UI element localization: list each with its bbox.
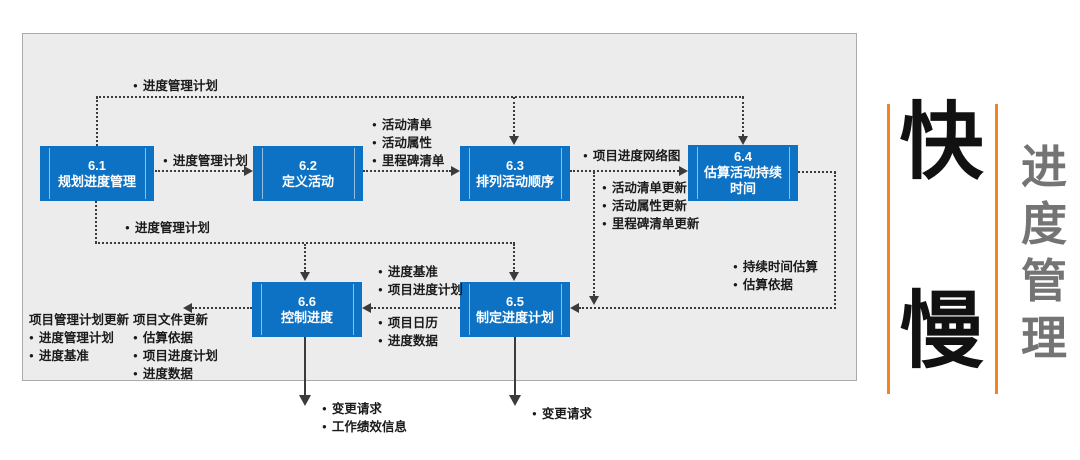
process-number: 6.1 bbox=[87, 157, 107, 173]
connector-63-down-to-65 bbox=[593, 172, 595, 296]
fast-character: 快 bbox=[899, 95, 984, 189]
label-64-outputs: 持续时间估算 估算依据 bbox=[733, 258, 818, 294]
process-box-6-3: 6.3 排列活动顺序 bbox=[460, 146, 570, 201]
process-name: 估算活动持续时间 bbox=[703, 165, 782, 196]
process-number: 6.4 bbox=[733, 149, 753, 164]
process-name: 排列活动顺序 bbox=[475, 173, 554, 189]
vertical-title: 进度管理 bbox=[1021, 141, 1067, 364]
connector-61-up bbox=[96, 97, 98, 146]
label-loop-plan: 进度管理计划 bbox=[125, 219, 210, 237]
process-number: 6.6 bbox=[297, 293, 317, 309]
label-item: 进度数据 bbox=[133, 365, 218, 383]
label-63-updates: 活动清单更新 活动属性更新 里程碑清单更新 bbox=[602, 179, 700, 233]
arrowhead-66-output bbox=[299, 395, 311, 406]
arrowhead-into-64 bbox=[679, 166, 688, 176]
label-item: 进度管理计划 bbox=[133, 77, 218, 95]
arrowhead-into-64-top bbox=[738, 136, 748, 145]
connector-loop-to-65 bbox=[513, 244, 515, 272]
connector-64-to-65 bbox=[579, 307, 836, 309]
label-item: 进度数据 bbox=[378, 332, 438, 350]
label-top-schedule-plan: 进度管理计划 bbox=[133, 77, 218, 95]
connector-loop-to-66 bbox=[304, 244, 306, 272]
connector-64-out-right bbox=[798, 171, 836, 173]
label-61-62-plan: 进度管理计划 bbox=[163, 152, 248, 170]
connector-top-horizontal bbox=[96, 96, 744, 98]
process-number: 6.2 bbox=[298, 157, 318, 173]
connector-63-64 bbox=[570, 170, 679, 172]
label-item: 活动属性 bbox=[372, 134, 444, 152]
label-item: 进度管理计划 bbox=[163, 152, 248, 170]
connector-top-to-64 bbox=[742, 97, 744, 136]
connector-66-output-down bbox=[304, 337, 306, 396]
label-66-outputs-bottom: 变更请求 工作绩效信息 bbox=[322, 400, 407, 436]
arrowhead-into-66-right bbox=[362, 303, 371, 313]
connector-bottom-horizontal bbox=[95, 242, 515, 244]
slow-character: 慢 bbox=[899, 284, 984, 378]
label-item: 估算依据 bbox=[133, 329, 218, 347]
connector-64-down bbox=[834, 172, 836, 309]
label-item: 估算依据 bbox=[733, 276, 818, 294]
process-number: 6.3 bbox=[505, 157, 525, 173]
arrowhead-into-63-top bbox=[509, 136, 519, 145]
label-item: 项目进度计划 bbox=[133, 347, 218, 365]
process-box-6-2: 6.2 定义活动 bbox=[253, 146, 363, 201]
label-item: 活动清单更新 bbox=[602, 179, 699, 197]
label-item: 里程碑清单更新 bbox=[602, 215, 700, 233]
list-header: 项目管理计划更新 bbox=[29, 313, 130, 327]
arrowhead-into-65-right bbox=[570, 303, 579, 313]
arrowhead-updates-left bbox=[183, 303, 192, 313]
label-65-outputs-bottom: 变更请求 bbox=[532, 405, 592, 423]
arrowhead-into-66-top bbox=[300, 272, 310, 281]
label-item: 项目日历 bbox=[378, 314, 438, 332]
process-name: 定义活动 bbox=[281, 173, 334, 189]
label-item: 进度基准 bbox=[29, 347, 129, 365]
accent-line-left bbox=[887, 104, 890, 394]
label-item: 工作绩效信息 bbox=[322, 418, 407, 436]
label-item: 变更请求 bbox=[322, 400, 407, 418]
arrowhead-65-output bbox=[509, 395, 521, 406]
label-item: 活动属性更新 bbox=[602, 197, 699, 215]
doc-updates-list: 项目文件更新 估算依据 项目进度计划 进度数据 bbox=[133, 312, 218, 383]
connector-62-63 bbox=[363, 170, 451, 172]
label-item: 持续时间估算 bbox=[733, 258, 818, 276]
process-number: 6.5 bbox=[505, 293, 525, 309]
arrowhead-into-62 bbox=[244, 166, 253, 176]
connector-top-to-63 bbox=[513, 97, 515, 136]
label-item: 项目进度计划 bbox=[378, 281, 463, 299]
label-item: 里程碑清单 bbox=[372, 152, 445, 170]
connector-61-62 bbox=[155, 170, 244, 172]
process-name: 规划进度管理 bbox=[57, 173, 136, 189]
arrowhead-into-65-top bbox=[509, 272, 519, 281]
label-65-66-below: 项目日历 进度数据 bbox=[378, 314, 438, 350]
list-header: 项目文件更新 bbox=[133, 313, 209, 327]
label-item: 进度管理计划 bbox=[29, 329, 129, 347]
connector-66-to-updates bbox=[192, 307, 252, 309]
label-item: 进度基准 bbox=[378, 263, 463, 281]
process-box-6-4: 6.4 估算活动持续时间 bbox=[688, 145, 798, 201]
label-network-diagram: 项目进度网络图 bbox=[583, 147, 681, 165]
label-62-outputs: 活动清单 活动属性 里程碑清单 bbox=[372, 116, 445, 170]
connector-65-66 bbox=[371, 307, 460, 309]
process-name: 制定进度计划 bbox=[475, 309, 554, 325]
process-box-6-1: 6.1 规划进度管理 bbox=[40, 146, 154, 201]
connector-61-down bbox=[95, 201, 97, 243]
connector-65-output-down bbox=[514, 337, 516, 396]
label-65-66-above: 进度基准 项目进度计划 bbox=[378, 263, 463, 299]
arrowhead-into-63 bbox=[451, 166, 460, 176]
label-item: 进度管理计划 bbox=[125, 219, 210, 237]
pm-plan-updates-list: 项目管理计划更新 进度管理计划 进度基准 bbox=[29, 312, 129, 365]
label-item: 活动清单 bbox=[372, 116, 444, 134]
process-box-6-6: 6.6 控制进度 bbox=[252, 282, 362, 337]
process-name: 控制进度 bbox=[280, 309, 333, 325]
label-item: 变更请求 bbox=[532, 405, 592, 423]
arrowhead-63-branch-down bbox=[589, 296, 599, 305]
label-item: 项目进度网络图 bbox=[583, 147, 681, 165]
accent-line-right bbox=[995, 104, 998, 394]
process-box-6-5: 6.5 制定进度计划 bbox=[460, 282, 570, 337]
